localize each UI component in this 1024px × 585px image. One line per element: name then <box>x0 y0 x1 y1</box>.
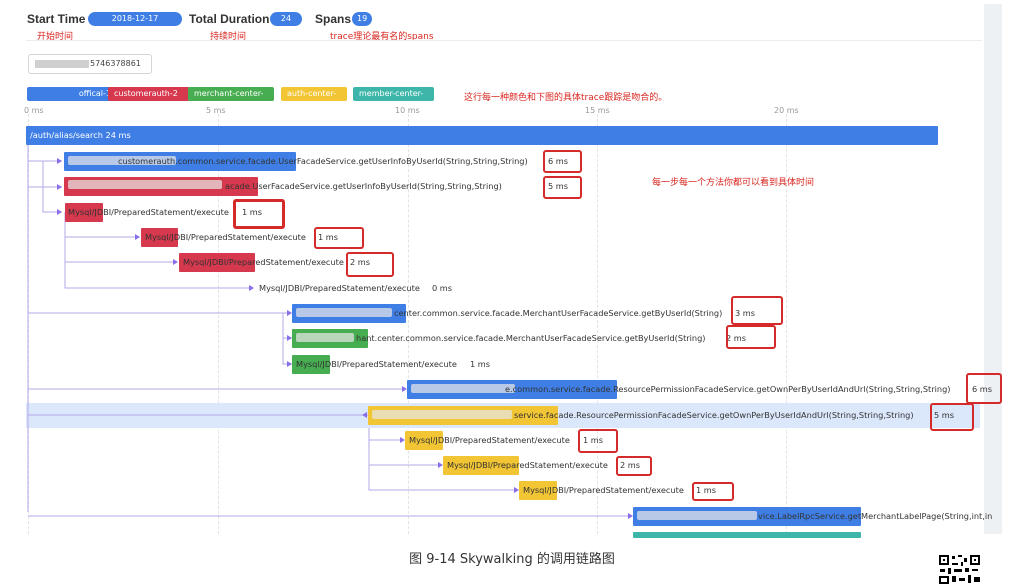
trace-id-text: 5746378861 <box>90 59 141 68</box>
span-duration: 1 ms <box>696 485 717 495</box>
redacted-block <box>637 511 757 520</box>
span-duration: 5 ms <box>934 410 955 420</box>
span-bar <box>405 431 443 450</box>
duration-highlight-box <box>692 482 734 501</box>
tick-label: 5 ms <box>206 106 226 115</box>
span-duration: 3 ms <box>735 308 756 318</box>
tick-label: 10 ms <box>395 106 420 115</box>
span-label: vice.LabelRpcService.getMerchantLabelPag… <box>758 511 993 521</box>
duration-highlight-box <box>731 296 783 325</box>
duration-highlight-box <box>233 199 285 229</box>
duration-highlight-box <box>616 456 652 476</box>
span-duration: 2 ms <box>726 333 747 343</box>
trace-id-field[interactable]: 5746378861 <box>28 54 152 74</box>
span-label: /auth/alias/search 24 ms <box>30 130 131 140</box>
span-bar <box>179 253 255 272</box>
duration-highlight-box <box>314 227 364 249</box>
span-duration: 6 ms <box>548 156 569 166</box>
span-label: Mysql/JDBI/PreparedStatement/execute <box>523 485 684 495</box>
service-tag-label: customerauth-2 <box>114 89 178 98</box>
span-bar <box>65 203 103 222</box>
tick-label: 15 ms <box>585 106 610 115</box>
span-bar <box>141 228 178 247</box>
span-label: Mysql/JDBI/PreparedStatement/execute <box>409 435 570 445</box>
span-bar <box>443 456 519 475</box>
span-duration: 1 ms <box>470 359 491 369</box>
grid-line <box>218 114 219 534</box>
duration-highlight-box <box>966 373 1002 404</box>
span-label: acade.UserFacadeService.getUserInfoByUse… <box>225 181 502 191</box>
duration-highlight-box <box>543 150 582 173</box>
span-bar <box>633 532 861 538</box>
span-label: e.common.service.facade.ResourcePermissi… <box>505 384 951 394</box>
span-label: Mysql/JDBI/PreparedStatement/execute <box>145 232 306 242</box>
span-duration: 1 ms <box>583 435 604 445</box>
redacted-block <box>68 180 222 189</box>
redacted-block <box>296 308 392 317</box>
service-tag-label: merchant-center-1 <box>194 89 264 112</box>
span-duration: 2 ms <box>620 460 641 470</box>
redacted-block <box>35 59 89 68</box>
span-duration: 1 ms <box>242 207 263 217</box>
service-tag-label: offical-1 <box>78 89 111 98</box>
span-label: Mysql/JDBI/PreparedStatement/execute <box>68 207 229 217</box>
span-label: customerauth.common.service.facade.UserF… <box>118 156 528 166</box>
service-tag-auth-center-2[interactable]: auth-center-2 <box>281 87 347 112</box>
duration-highlight-box <box>543 176 582 199</box>
span-connectors <box>27 144 633 519</box>
color-note: 这行每一种颜色和下图的具体trace跟踪是吻合的。 <box>464 93 668 103</box>
start-time-note: 开始时间 <box>37 32 74 42</box>
span-duration: 5 ms <box>548 181 569 191</box>
span-duration: 2 ms <box>350 257 371 267</box>
service-tag-offical-1[interactable]: offical-1 <box>27 87 117 101</box>
span-bar <box>292 355 330 374</box>
spans-note: trace理论最有名的spans <box>330 32 434 42</box>
span-label: Mysql/JDBI/PreparedStatement/execute <box>183 257 344 267</box>
span-label: Mysql/JDBI/PreparedStatement/execute <box>259 283 420 293</box>
span-bar <box>26 126 938 145</box>
span-label: hant.center.common.service.facade.Mercha… <box>356 333 706 343</box>
redacted-block <box>68 156 176 165</box>
span-label: Mysql/JDBI/PreparedStatement/execute <box>447 460 608 470</box>
total-duration-badge: 24 ms <box>270 12 302 37</box>
start-time-label: Start Time <box>27 12 86 26</box>
grid-line <box>786 114 787 534</box>
span-duration: 6 ms <box>972 384 993 394</box>
span-label: center.common.service.facade.MerchantUse… <box>394 308 723 318</box>
service-tag-label: auth-center-2 <box>287 89 337 112</box>
tick-label: 0 ms <box>24 106 44 115</box>
method-note: 每一步每一个方法你都可以看到具体时间 <box>652 178 815 188</box>
spans-label: Spans <box>315 12 352 26</box>
span-duration: 1 ms <box>318 232 339 242</box>
duration-note: 持续时间 <box>210 32 247 42</box>
redacted-block <box>296 333 354 342</box>
span-label: Mysql/JDBI/PreparedStatement/execute <box>296 359 457 369</box>
service-tag-label: member-center-2 <box>359 89 424 112</box>
figure-caption: 图 9-14 Skywalking 的调用链路图 <box>409 552 615 567</box>
header-divider <box>26 40 982 41</box>
total-duration-label: Total Duration <box>189 12 270 26</box>
span-bar <box>519 481 557 500</box>
redacted-block <box>411 384 515 393</box>
duration-highlight-box <box>346 252 394 277</box>
service-tag-customerauth-2[interactable]: customerauth-2 <box>108 87 190 101</box>
trace-panel: Start Time 2018-12-17 17:56:14 Total Dur… <box>24 4 1002 538</box>
span-duration: 0 ms <box>432 283 453 293</box>
spans-badge: 19 <box>352 12 372 26</box>
span-label: service.facade.ResourcePermissionFacadeS… <box>514 410 914 420</box>
start-time-badge: 2018-12-17 17:56:14 <box>88 12 182 37</box>
scrollbar[interactable] <box>984 4 1002 534</box>
grid-line <box>408 114 409 534</box>
qr-code-icon <box>938 554 982 585</box>
redacted-block <box>372 410 512 419</box>
grid-line <box>597 114 598 534</box>
tick-label: 20 ms <box>774 106 799 115</box>
service-tag-member-center-2[interactable]: member-center-2 <box>353 87 434 112</box>
duration-highlight-box <box>578 429 618 453</box>
service-tag-merchant-center-1[interactable]: merchant-center-1 <box>188 87 274 112</box>
duration-highlight-box <box>930 403 974 431</box>
duration-highlight-box <box>726 325 776 349</box>
